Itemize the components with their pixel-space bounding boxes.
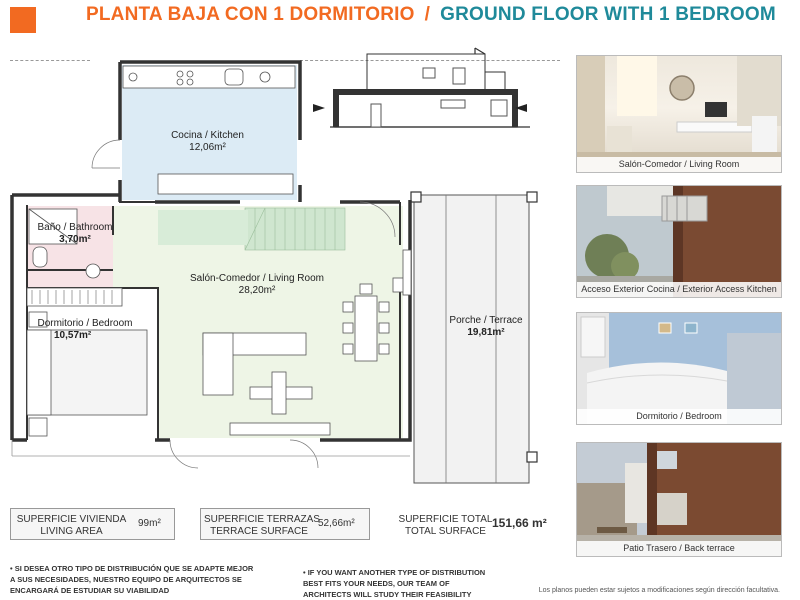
bathroom-label: Baño / Bathroom 3,70m² [30, 222, 120, 246]
terrace-surface-title-en: TERRACE SURFACE [210, 526, 308, 537]
bedroom-label: Dormitorio / Bedroom 10,57m² [30, 318, 140, 342]
photo-bedroom: Dormitorio / Bedroom [576, 312, 782, 425]
photo-living-room: Salón-Comedor / Living Room [576, 55, 782, 173]
kitchen-area: 12,06m² [189, 142, 226, 153]
section-drawing [313, 47, 530, 128]
kitchen-label: Cocina / Kitchen 12,06m² [160, 130, 255, 154]
brand-square [10, 7, 36, 33]
bedroom-name: Dormitorio / Bedroom [37, 318, 133, 329]
living-label: Salón-Comedor / Living Room 28,20m² [182, 273, 332, 297]
title-english: GROUND FLOOR WITH 1 BEDROOM [440, 4, 776, 25]
kitchen-name: Cocina / Kitchen [171, 130, 244, 141]
living-furniture [202, 249, 412, 436]
photo-caption-living: Salón-Comedor / Living Room [577, 157, 781, 172]
photo-exterior-access: Acceso Exterior Cocina / Exterior Access… [576, 185, 782, 298]
photo-caption-bedroom: Dormitorio / Bedroom [577, 409, 781, 424]
terrace-surface-box [200, 508, 370, 540]
total-surface-title: SUPERFICIE TOTAL TOTAL SURFACE [398, 514, 493, 538]
living-name: Salón-Comedor / Living Room [190, 273, 324, 284]
note-english: • IF YOU WANT ANOTHER TYPE OF DISTRIBUTI… [303, 568, 486, 599]
title-separator: / [424, 4, 431, 25]
bathroom-area: 3,70m² [59, 234, 91, 245]
terrace-surface-value: 52,66m² [318, 518, 355, 529]
total-surface-value: 151,66 m² [492, 516, 547, 530]
bedroom-furniture [26, 287, 148, 437]
photo-caption-exterior: Acceso Exterior Cocina / Exterior Access… [577, 282, 781, 297]
total-surface-title-en: TOTAL SURFACE [405, 526, 486, 537]
living-area-value: 99m² [138, 518, 161, 529]
living-area: 28,20m² [238, 285, 276, 296]
walls [10, 60, 412, 442]
terrace-surface-title-es: SUPERFICIE TERRAZAS [204, 514, 320, 525]
living-area-title-es: SUPERFICIE VIVIENDA [16, 514, 127, 525]
living-area-title: SUPERFICIE VIVIENDA LIVING AREA [14, 514, 129, 538]
kitchen-counter [122, 65, 296, 195]
terrace-name: Porche / Terrace [449, 315, 523, 326]
terrace-area: 19,81m² [467, 327, 505, 338]
note-spanish: • SI DESEA OTRO TIPO DE DISTRIBUCIÓN QUE… [10, 564, 254, 595]
terrace-fill [414, 195, 529, 483]
page-title: PLANTA BAJA CON 1 DORMITORIO / GROUND FLOO… [86, 4, 776, 26]
living-area-box [10, 508, 175, 540]
terrace-surface-title: SUPERFICIE TERRAZAS TERRACE SURFACE [204, 514, 320, 538]
bedroom-area: 10,57m² [54, 330, 92, 341]
staircase [158, 207, 346, 251]
disclaimer: Los planos pueden estar sujetos a modifi… [538, 587, 780, 594]
photo-back-terrace: Patio Trasero / Back terrace [576, 442, 782, 557]
bathroom-name: Baño / Bathroom [37, 222, 113, 233]
terrace-label: Porche / Terrace 19,81m² [438, 315, 534, 339]
dashed-guide-left [10, 60, 90, 61]
bathroom-fixtures [28, 208, 101, 279]
total-surface-title-es: SUPERFICIE TOTAL [398, 514, 493, 525]
title-spanish: PLANTA BAJA CON 1 DORMITORIO [86, 4, 415, 25]
living-area-title-en: LIVING AREA [40, 526, 103, 537]
dashed-guide-right [300, 60, 560, 61]
floor-plan [10, 60, 538, 484]
photo-caption-terrace: Patio Trasero / Back terrace [577, 541, 781, 556]
